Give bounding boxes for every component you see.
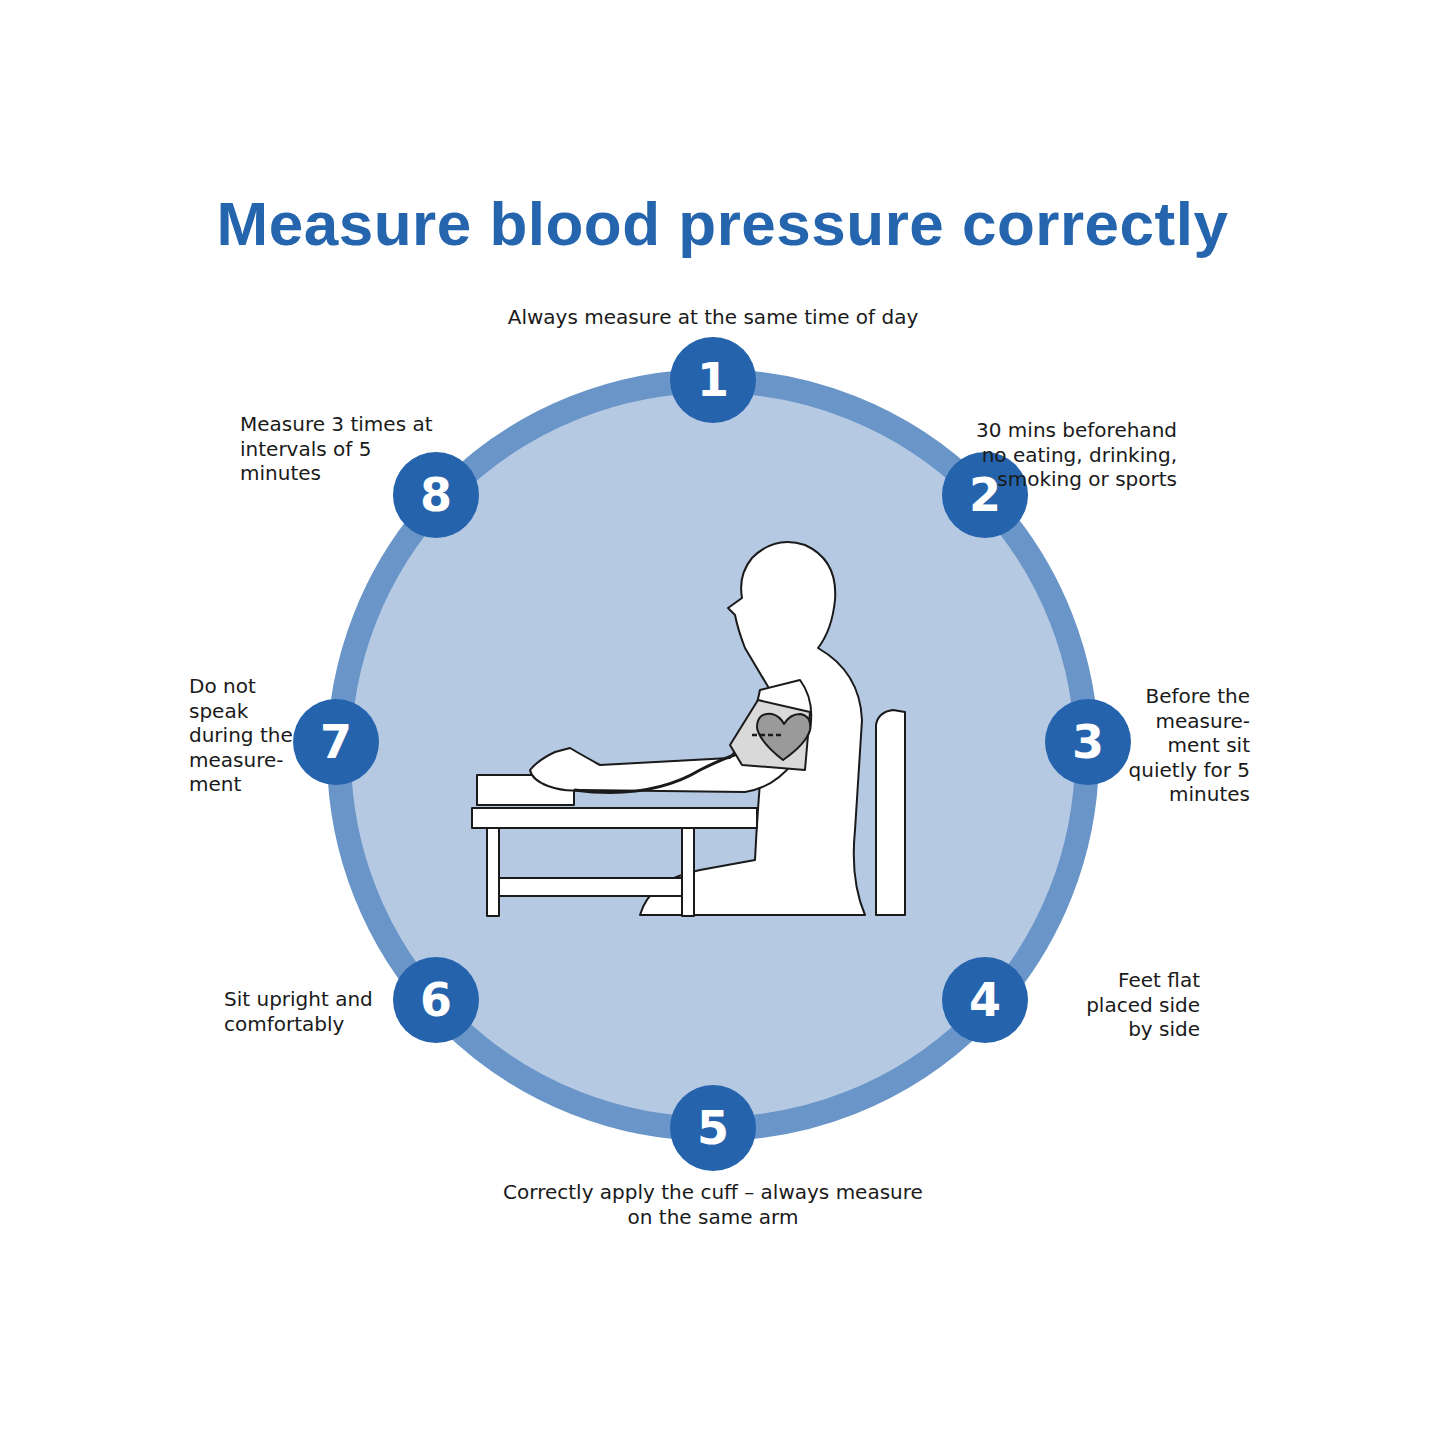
heart-symbol bbox=[757, 714, 810, 760]
step-circle: 5Correctly apply the cuff – always measu… bbox=[670, 1085, 756, 1171]
step-instruction: Measure 3 times at intervals of 5 minute… bbox=[240, 412, 455, 486]
step-circle: 4Feet flat placed side by side bbox=[942, 957, 1028, 1043]
person-at-desk bbox=[472, 542, 905, 916]
step-number: 7 bbox=[293, 699, 379, 785]
step-number: 8 bbox=[393, 452, 479, 538]
table-leg bbox=[682, 828, 694, 916]
step-instruction: 30 mins beforehand no eating, drinking, … bbox=[955, 418, 1177, 492]
step-instruction: Do not speak during the measure- ment bbox=[189, 674, 301, 797]
table-leg bbox=[487, 828, 499, 916]
diagram-title: Measure blood pressure correctly bbox=[0, 188, 1445, 259]
step-number: 4 bbox=[942, 957, 1028, 1043]
step-circle: 3Before the measure- ment sit quietly fo… bbox=[1045, 699, 1131, 785]
step-circle: 7Do not speak during the measure- ment bbox=[293, 699, 379, 785]
step-circle: 230 mins beforehand no eating, drinking,… bbox=[942, 452, 1028, 538]
step-number: 3 bbox=[1045, 699, 1131, 785]
table-top bbox=[472, 808, 757, 828]
heart-line bbox=[752, 734, 784, 737]
step-number: 6 bbox=[393, 957, 479, 1043]
step-circle: 1Always measure at the same time of day bbox=[670, 337, 756, 423]
step-instruction: Before the measure- ment sit quietly for… bbox=[1128, 684, 1250, 807]
table-bar bbox=[499, 878, 682, 896]
step-instruction: Always measure at the same time of day bbox=[463, 305, 963, 330]
cuff bbox=[730, 700, 810, 770]
step-instruction: Sit upright and comfortably bbox=[224, 987, 394, 1036]
step-number: 5 bbox=[670, 1085, 756, 1171]
step-instruction: Feet flat placed side by side bbox=[1068, 968, 1200, 1042]
arm bbox=[530, 680, 811, 792]
step-circle: 6Sit upright and comfortably bbox=[393, 957, 479, 1043]
chair bbox=[876, 710, 905, 915]
step-instruction: Correctly apply the cuff – always measur… bbox=[493, 1180, 933, 1229]
person bbox=[640, 542, 865, 915]
tube bbox=[574, 752, 745, 793]
step-number: 1 bbox=[670, 337, 756, 423]
step-circle: 8Measure 3 times at intervals of 5 minut… bbox=[393, 452, 479, 538]
outer-ring bbox=[339, 381, 1087, 1129]
